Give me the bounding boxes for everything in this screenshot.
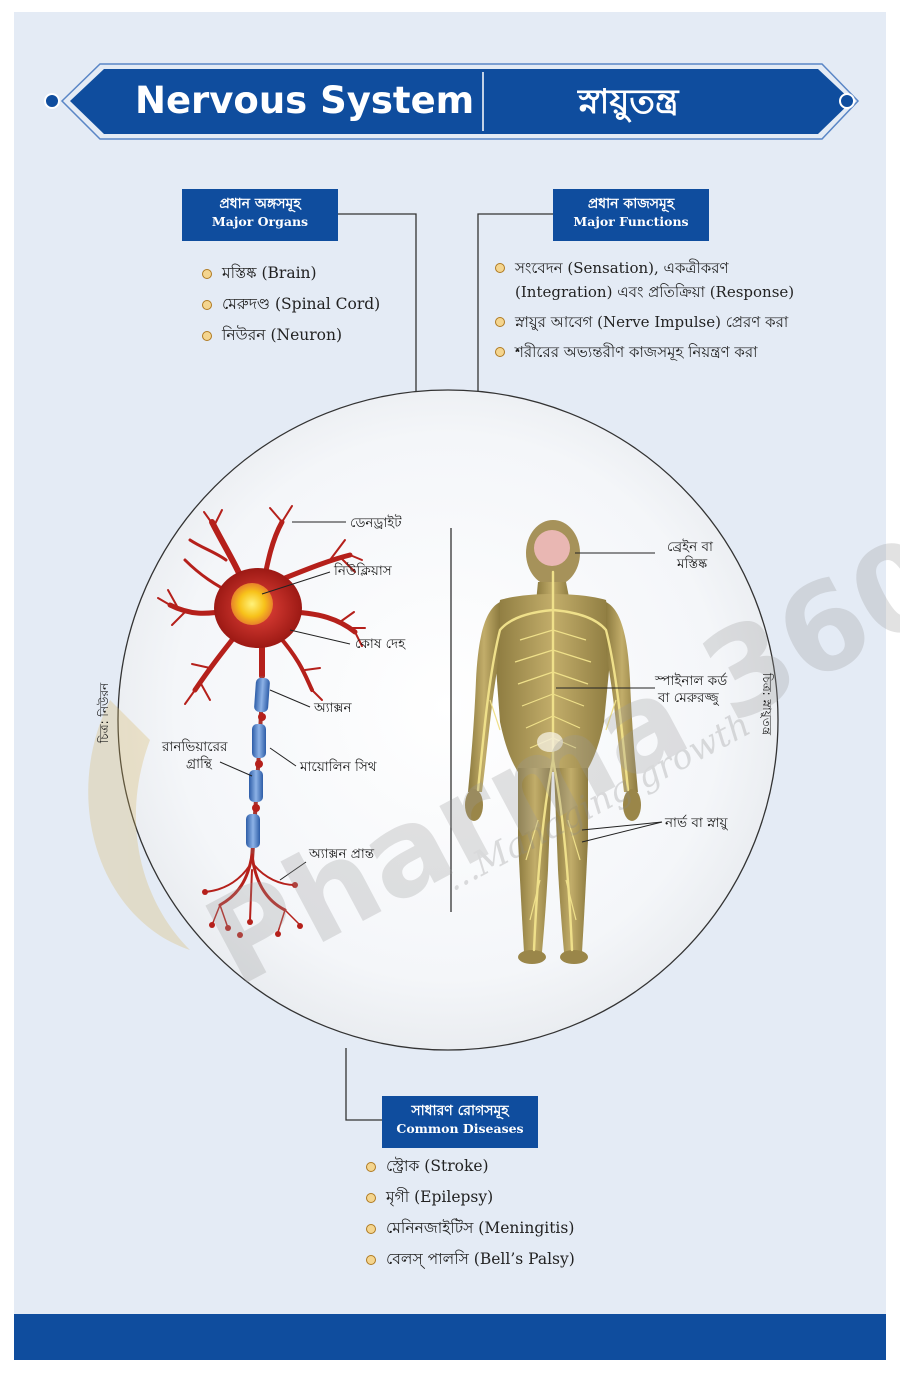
list-item: মস্তিষ্ক (Brain) (200, 258, 380, 289)
bullet-icon (202, 300, 212, 310)
label-myelin: মায়োলিন সিথ (300, 759, 377, 775)
label-spinal-line1: স্পাইনাল কর্ড (655, 673, 728, 689)
list-item: মৃগী (Epilepsy) (364, 1182, 575, 1213)
list-item: স্ট্রোক (Stroke) (364, 1151, 575, 1182)
label-spinal-line2: বা মেরুরজ্জু (658, 690, 719, 706)
bullet-icon (495, 347, 505, 357)
major-functions-heading: প্রধান কাজসমূহ Major Functions (553, 189, 709, 241)
list-item: সংবেদন (Sensation), একত্রীকরণ (493, 256, 794, 280)
label-ranvier-line2: গ্রান্থি (186, 756, 212, 772)
label-nucleus: নিউক্লিয়াস (334, 563, 392, 579)
common-diseases-heading: সাধারণ রোগসমূহ Common Diseases (382, 1096, 538, 1148)
bullet-icon (202, 269, 212, 279)
major-organs-list: মস্তিষ্ক (Brain) মেরুদণ্ড (Spinal Cord) … (200, 258, 380, 351)
common-diseases-list: স্ট্রোক (Stroke) মৃগী (Epilepsy) মেনিনজা… (364, 1151, 575, 1275)
common-diseases-title-en: Common Diseases (396, 1121, 524, 1136)
list-item: নিউরন (Neuron) (200, 320, 380, 351)
label-cell-body: কোষ দেহ (355, 636, 406, 652)
list-item: শরীরের অভ্যন্তরীণ কাজসমূহ নিয়ন্ত্রণ করা (493, 340, 794, 364)
title-bangla: স্নায়ুতন্ত্র (578, 82, 679, 122)
list-item: মেনিনজাইটিস (Meningitis) (364, 1213, 575, 1244)
title-english: Nervous System (135, 79, 475, 122)
major-functions-list: সংবেদন (Sensation), একত্রীকরণ (Integrati… (493, 256, 794, 364)
label-dendrite: ডেনড্রাইট (350, 515, 402, 531)
label-axon: অ্যাক্সন (314, 700, 352, 716)
list-item: স্নায়ুর আবেগ (Nerve Impulse) প্রেরণ করা (493, 310, 794, 334)
major-organs-heading: প্রধান অঙ্গসমূহ Major Organs (182, 189, 338, 241)
bullet-icon (495, 317, 505, 327)
common-diseases-title-bn: সাধারণ রোগসমূহ (411, 1103, 509, 1119)
bullet-icon (366, 1224, 376, 1234)
bullet-icon (495, 263, 505, 273)
caption-neuron: চিত্র: নিউরন (97, 682, 112, 744)
bullet-icon (366, 1162, 376, 1172)
bullet-icon (366, 1193, 376, 1203)
label-ranvier-line1: রানভিয়ারের (162, 739, 228, 755)
label-axon-terminal: অ্যাক্সন প্রান্ত (309, 846, 375, 862)
major-organs-title-bn: প্রধান অঙ্গসমূহ (219, 196, 301, 212)
human-figure-illustration (465, 520, 641, 964)
major-functions-title-bn: প্রধান কাজসমূহ (587, 196, 675, 212)
list-item-continuation: (Integration) এবং প্রতিক্রিয়া (Response… (515, 283, 795, 301)
major-organs-title-en: Major Organs (211, 214, 309, 229)
major-functions-title-en: Major Functions (573, 214, 689, 229)
bullet-icon (202, 331, 212, 341)
list-item: বেলস্ পালসি (Bell’s Palsy) (364, 1244, 575, 1275)
header-banner (44, 63, 860, 140)
label-brain-line2: মস্তিষ্ক (677, 556, 708, 572)
list-item: মেরুদণ্ড (Spinal Cord) (200, 289, 380, 320)
caption-nervous-system: চিত্র: স্নায়ুতন্ত্র (760, 672, 775, 736)
footer-bar (14, 1314, 886, 1360)
label-nerve: নার্ভ বা স্নায়ু (665, 815, 728, 831)
label-brain-line1: ব্রেইন বা (667, 539, 713, 555)
bullet-icon (366, 1255, 376, 1265)
illustration-circle (117, 389, 779, 1051)
